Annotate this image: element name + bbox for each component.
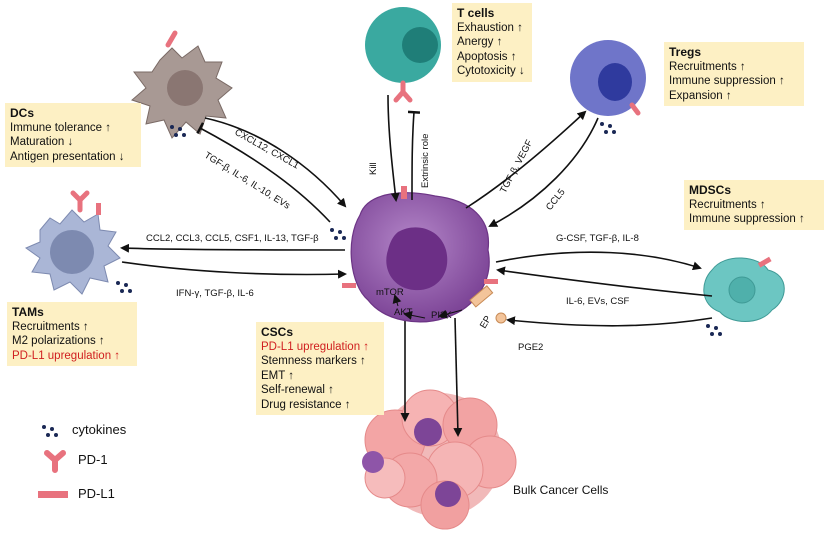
arrow-pge2 [506,316,713,327]
csc-cell [342,186,507,324]
label-mdsc-gcsf: G-CSF, TGF-β, IL-8 [556,233,639,244]
legend-pdl1-icon [38,491,68,498]
label-pi3k: PI3K [431,310,452,321]
arrow-csc-tam [120,243,346,253]
csc-pdl1-left [342,283,356,288]
tregs-item: Expansion ↑ [669,89,732,102]
inhibit-extrinsic [407,110,421,201]
cscs-item: Drug resistance ↑ [261,398,351,411]
arrow-treg-csc [488,117,599,227]
tams-item-red: PD-L1 upregulation ↑ [12,349,121,362]
legend-pdl1-label: PD-L1 [78,486,115,501]
label-mtor: mTOR [376,287,404,298]
inhibit-dc [196,122,331,223]
tcells-item: Exhaustion ↑ [457,21,523,34]
tcell-pd1 [393,80,413,103]
cscs-item: Self-renewal ↑ [261,384,334,396]
mdscs-title: MDSCs [689,183,732,197]
bulk-cancer-cluster [362,389,517,530]
cscs-title: CSCs [261,325,294,339]
arrow-csc-mdsc [495,251,702,271]
mdsc-pdl1 [757,256,772,268]
tregs-title: Tregs [669,45,702,59]
cscs-item-red: PD-L1 upregulation ↑ [261,340,370,353]
csc-pdl1-top [401,186,407,199]
cytokine-dots [116,122,722,336]
cscs-item: EMT ↑ [261,369,295,382]
treg-pd1 [629,102,641,116]
tcells-box: T cells Exhaustion ↑ Anergy ↑ Apoptosis … [452,3,532,82]
dcs-item: Immune tolerance ↑ [10,121,111,134]
mdscs-item: Immune suppression ↑ [689,213,805,225]
cscs-box: CSCs PD-L1 upregulation ↑ Stemness marke… [256,322,384,415]
legend-cytokines-label: cytokines [72,422,127,437]
treg-cell [570,40,646,116]
dcs-box: DCs Immune tolerance ↑ Maturation ↓ Anti… [5,103,141,167]
tams-box: TAMs Recruitments ↑ M2 polarizations ↑ P… [7,302,137,366]
tcells-item: Apoptosis ↑ [457,50,517,63]
label-mdsc-il6: IL-6, EVs, CSF [566,296,630,307]
dc-pdl1 [165,30,178,48]
pathway-arrow-2 [403,310,426,320]
tcells-item: Cytotoxicity ↓ [457,65,525,77]
tam-cell [24,190,121,295]
mdscs-box: MDSCs Recruitments ↑ Immune suppression … [684,180,824,230]
pathway-arrow-1 [438,309,463,319]
tregs-item: Immune suppression ↑ [669,75,785,87]
arrow-csc-treg [465,110,587,209]
ep-receptor [469,285,494,308]
pge2-dot [495,312,507,324]
tcell [365,7,441,103]
pathway-arrow-3 [392,294,402,307]
tams-item: M2 polarizations ↑ [12,335,105,347]
dcs-item: Antigen presentation ↓ [10,150,125,163]
tams-item: Recruitments ↑ [12,320,89,333]
csc-pdl1-right [484,279,498,284]
label-kill: Kill [368,162,379,175]
tam-pdl1 [96,203,101,215]
label-tam-ifn: IFN-γ, TGF-β, IL-6 [176,288,254,299]
dcs-title: DCs [10,106,35,120]
bulk-cancer-label: Bulk Cancer Cells [513,483,609,497]
tregs-box: Tregs Recruitments ↑ Immune suppression … [664,42,804,106]
legend-cytokine-icon [42,425,58,437]
legend-icons [38,425,68,498]
tregs-item: Recruitments ↑ [669,60,746,73]
legend-pd1-label: PD-1 [78,452,108,467]
tcells-item: Anergy ↑ [457,36,503,48]
tams-title: TAMs [12,305,44,319]
arrow-tam-csc [121,261,347,279]
mdscs-item: Recruitments ↑ [689,198,766,211]
arrow-csc-bulk-2 [453,317,463,437]
mdsc-cell [703,256,785,322]
dcs-item: Maturation ↓ [10,136,74,148]
tam-pd1 [70,190,90,213]
legend-pd1-icon [44,450,66,473]
label-tam-ccl: CCL2, CCL3, CCL5, CSF1, IL-13, TGF-β [146,233,319,244]
dc-cell [131,30,233,139]
label-extrinsic: Extrinsic role [420,133,431,188]
arrow-dc-csc [204,117,347,208]
label-pge2: PGE2 [518,342,544,353]
arrow-kill [387,94,400,202]
tcells-title: T cells [457,6,495,20]
label-akt: AKT [394,307,413,318]
cscs-item: Stemness markers ↑ [261,355,366,367]
arrow-mdsc-csc [496,266,713,297]
